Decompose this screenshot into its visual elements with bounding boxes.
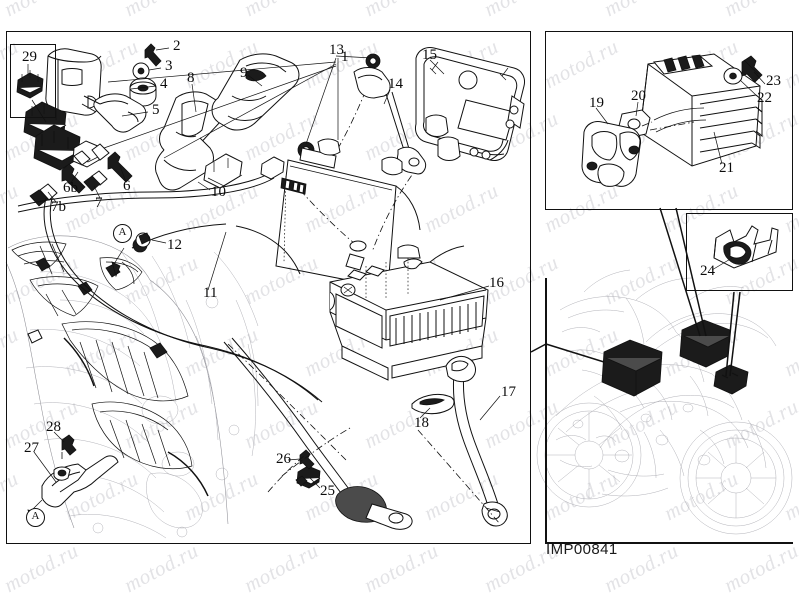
callout-29: 29: [22, 49, 37, 65]
callout-7-right: 7: [95, 195, 103, 211]
callout-15: 15: [422, 47, 437, 63]
vehicle-ghost-illustration: [530, 207, 793, 535]
coil-hardware-group: [81, 43, 162, 133]
long-ground-cable: [223, 337, 501, 530]
callout-24: 24: [700, 263, 715, 279]
callout-22: 22: [757, 90, 772, 106]
callout-7-left: 7b: [51, 199, 66, 215]
callout-26: 26: [276, 451, 291, 467]
callout-20: 20: [631, 88, 646, 104]
terminal-hardware-group: [29, 143, 133, 207]
part-29-inset-panel: [10, 44, 56, 118]
callout-8: 8: [187, 70, 195, 86]
fuse-relay-block: [329, 240, 489, 381]
callout-10: 10: [211, 184, 226, 200]
main-exploded-view-panel: [6, 31, 531, 544]
callout-11: 11: [203, 285, 218, 301]
callout-23: 23: [766, 73, 781, 89]
section-marker-a-lower: A: [26, 508, 45, 527]
vehicle-panel-left-border: [545, 278, 547, 544]
callout-14: 14: [388, 76, 403, 92]
callout-16: 16: [489, 275, 504, 291]
callout-25: 25: [320, 483, 335, 499]
section-marker-a-upper: A: [113, 224, 132, 243]
callout-13: 13: [329, 42, 344, 58]
callout-21: 21: [719, 160, 734, 176]
callout-6-right: 6: [123, 178, 131, 194]
callout-3: 3: [165, 58, 173, 74]
battery-cable-17: [445, 355, 508, 527]
callout-2: 2: [173, 38, 181, 54]
cover-and-duct-group: [155, 53, 300, 191]
engine-assembly-detail: [11, 241, 209, 497]
ground-terminal-group: [267, 427, 351, 493]
clip-detail-panel: [686, 213, 793, 291]
terminal-cover-18: [411, 393, 455, 415]
diagram-id-label: IMP00841: [546, 541, 618, 558]
callout-27: 27: [24, 440, 39, 456]
ecu-tray-group: [275, 138, 421, 289]
harness-lines: [17, 153, 323, 403]
regulator-detail-panel: [545, 31, 793, 210]
callout-6-left: 6b: [63, 180, 78, 196]
callout-1: 1: [341, 49, 349, 65]
callout-17: 17: [501, 384, 516, 400]
engine-assembly-ghost: [5, 235, 259, 539]
callout-19: 19: [589, 95, 604, 111]
callout-12: 12: [167, 237, 182, 253]
vehicle-panel-bottom-border: [545, 542, 793, 544]
callout-4: 4: [160, 76, 168, 92]
bracket-27-group: [41, 434, 119, 508]
callout-9: 9: [240, 65, 248, 81]
ecu-group: [299, 47, 525, 253]
callout-5: 5: [152, 102, 160, 118]
ignition-coil-group: [16, 48, 102, 171]
callout-28: 28: [46, 419, 61, 435]
callout-18: 18: [414, 415, 429, 431]
